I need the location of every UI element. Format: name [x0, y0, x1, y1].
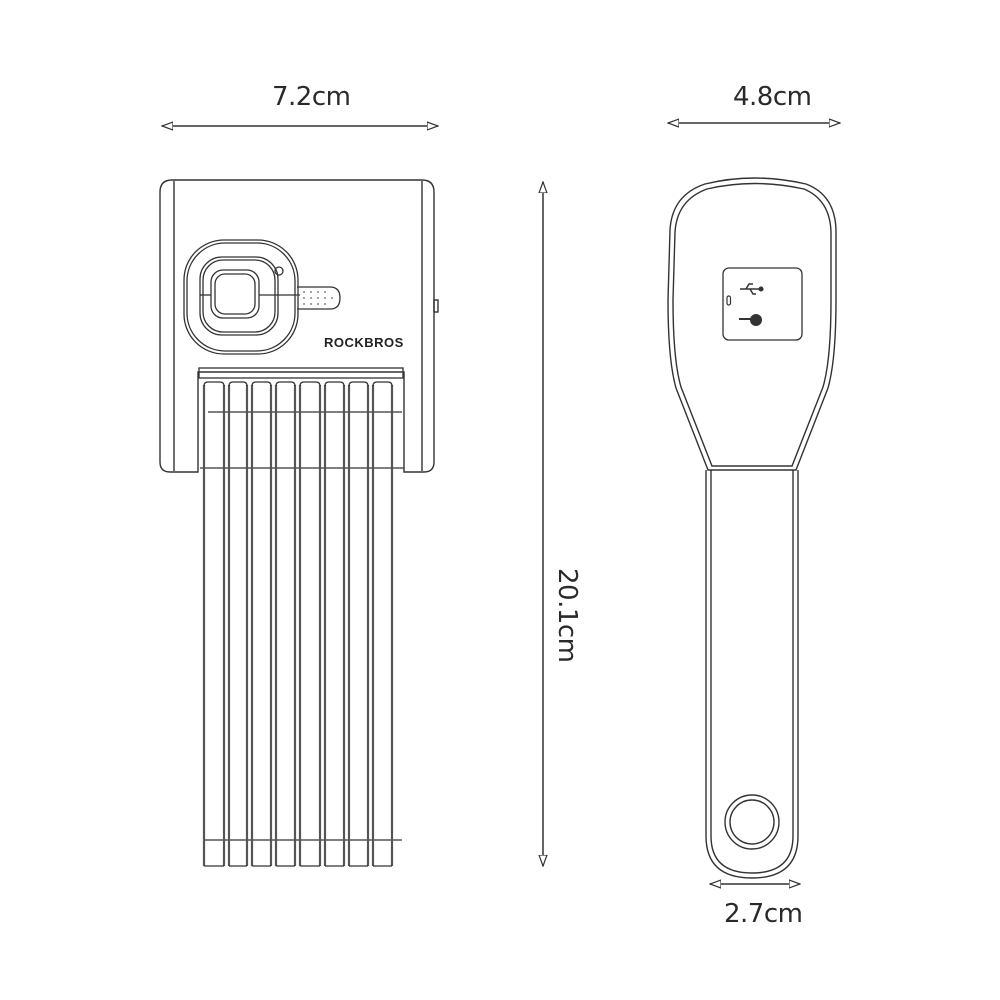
slide-indicator [297, 286, 341, 310]
key-icon [739, 314, 762, 326]
lock-body-front [159, 179, 439, 473]
dimension-label-strap-width: 2.7cm [724, 899, 803, 929]
brand-logo: ROCKBROS [324, 335, 404, 350]
usb-icon [740, 283, 764, 295]
fingerprint-sensor [183, 239, 300, 355]
indicator-led [726, 295, 732, 306]
icon-panel [722, 267, 803, 341]
folded-bars [198, 367, 404, 867]
dimension-label-front-width: 7.2cm [272, 82, 351, 112]
mounting-bracket [667, 177, 837, 879]
dimension-label-side-width: 4.8cm [733, 82, 812, 112]
dimension-label-height: 20.1cm [552, 568, 582, 663]
